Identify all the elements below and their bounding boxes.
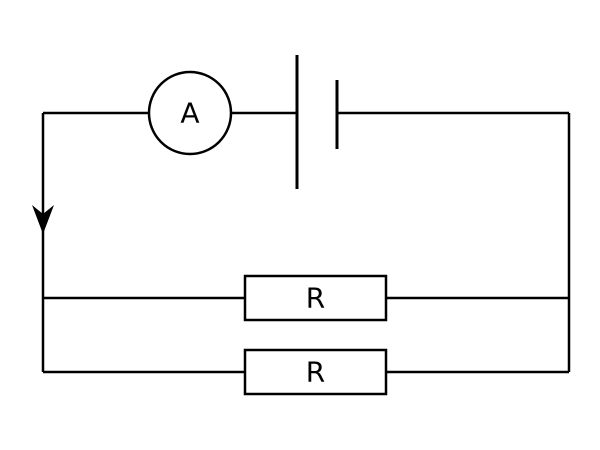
current-arrow [32,205,54,234]
resistor-1-label: R [306,282,325,315]
resistor-1-body [243,274,388,322]
resistor-2-label: R [306,356,325,389]
resistor-1: R [243,274,388,322]
battery [295,55,339,189]
ammeter-label: A [180,97,199,130]
ammeter: A [147,70,233,156]
resistor-2: R [243,348,388,396]
